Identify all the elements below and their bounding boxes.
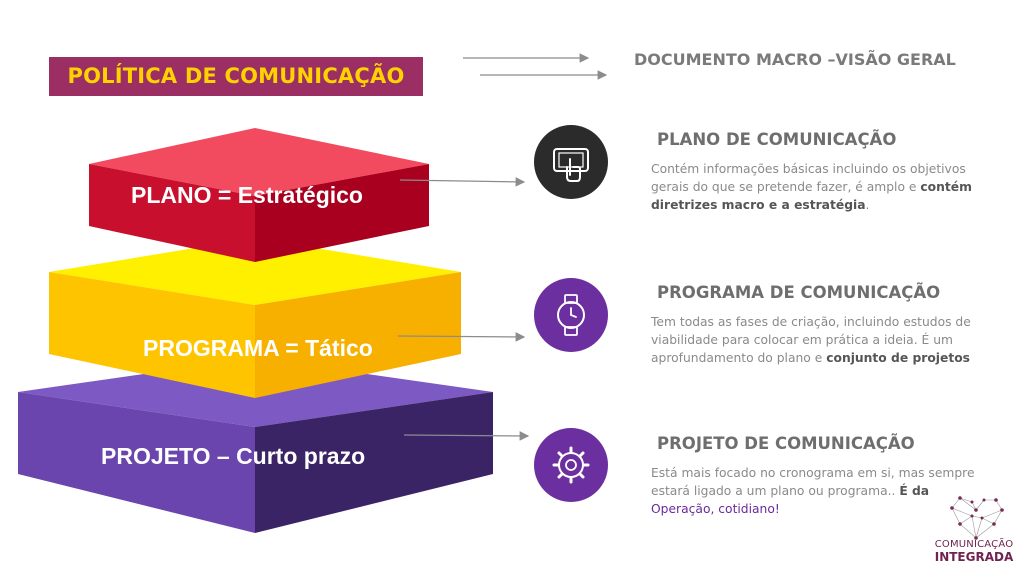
plano-desc-text: Contém informações básicas incluindo os …: [651, 162, 966, 194]
plano-top-face: [89, 128, 429, 196]
projeto-connector: [403, 431, 530, 441]
projeto-desc-text: Está mais focado no cronograma em si, ma…: [651, 466, 975, 498]
programa-top-face: [49, 238, 461, 305]
plano-connector: [399, 177, 526, 187]
page-title: POLÍTICA DE COMUNICAÇÃO: [49, 57, 423, 96]
logo-text: COMUNICAÇÃO INTEGRADA: [932, 538, 1016, 564]
programa-layer: [49, 238, 461, 398]
gear-icon: [552, 446, 590, 484]
projeto-desc-purple: Operação, cotidiano!: [651, 502, 780, 516]
plano-right-face: [255, 164, 429, 262]
watch-icon: [557, 294, 585, 336]
logo-line-2: INTEGRADA: [934, 550, 1014, 564]
programa-layer-label: PROGRAMA = Tático: [143, 335, 373, 361]
projeto-layer-label: PROJETO – Curto prazo: [101, 443, 366, 469]
programa-desc-bold: conjunto de projetos: [826, 351, 970, 365]
projeto-section-title: PROJETO DE COMUNICAÇÃO: [657, 434, 915, 453]
programa-section-description: Tem todas as fases de criação, incluindo…: [651, 313, 986, 367]
logo-line-1: COMUNICAÇÃO: [934, 539, 1014, 550]
tablet-touch-icon: [553, 148, 589, 182]
plano-section-description: Contém informações básicas incluindo os …: [651, 160, 986, 214]
plano-icon-circle: [534, 125, 608, 199]
projeto-icon-circle: [534, 428, 608, 502]
programa-desc-text: Tem todas as fases de criação, incluindo…: [651, 315, 971, 365]
programa-icon-circle: [534, 278, 608, 352]
projeto-left-face: [18, 392, 255, 533]
plano-desc-end: .: [865, 198, 870, 212]
plano-left-face: [89, 164, 255, 262]
projeto-right-face: [255, 392, 493, 533]
programa-connector: [397, 332, 526, 342]
document-title: DOCUMENTO MACRO –VISÃO GERAL: [634, 50, 956, 69]
plano-desc-bold: contém diretrizes macro e a estratégia: [651, 180, 972, 212]
programa-section-title: PROGRAMA DE COMUNICAÇÃO: [657, 283, 941, 302]
programa-right-face: [255, 272, 461, 398]
network-heart-logo-icon: [950, 496, 1004, 540]
programa-left-face: [49, 272, 255, 398]
plano-layer: [89, 128, 429, 262]
projeto-section-description: Está mais focado no cronograma em si, ma…: [651, 464, 981, 518]
plano-section-title: PLANO DE COMUNICAÇÃO: [657, 130, 897, 149]
projeto-desc-bold: É da: [899, 484, 930, 498]
pyramid: [18, 128, 493, 533]
plano-layer-label: PLANO = Estratégico: [131, 182, 363, 208]
